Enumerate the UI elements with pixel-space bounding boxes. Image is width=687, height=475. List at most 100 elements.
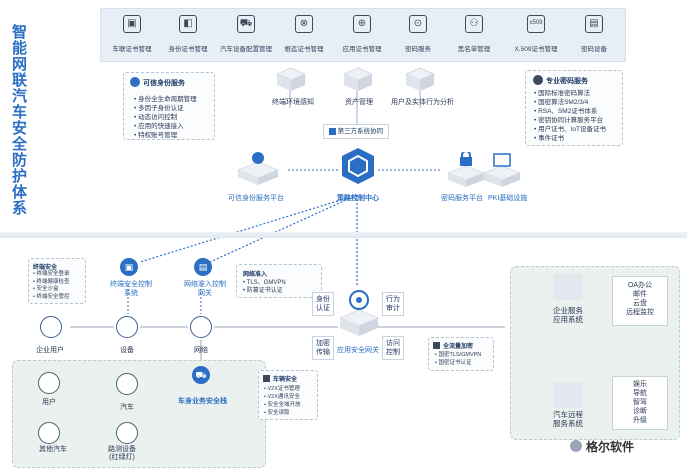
car-remote-item: 娱乐 xyxy=(633,381,647,388)
trusted-identity-box: 可信身份服务 • 身份全生命周期管理 • 多因子身份认证 • 动态访问控制 • … xyxy=(123,72,215,140)
crypto-platform-lock-icon xyxy=(446,152,486,187)
trusted-platform-icon xyxy=(236,152,280,185)
top-service-label: 根迄证书管理 xyxy=(284,46,324,53)
enterprise-app-item: 云盘 xyxy=(633,300,647,307)
section-divider xyxy=(0,232,687,238)
pro-crypto-title: 专业密码服务 xyxy=(546,78,588,85)
trusted-identity-title: 可信身份服务 xyxy=(143,80,185,87)
car-icon xyxy=(116,373,138,395)
pki-label: PKI基础设施 xyxy=(488,195,528,202)
identity-cert-icon: ◧ xyxy=(179,15,197,33)
car-security-item: • V2X证书管理 xyxy=(264,386,300,392)
car-security-title: 车辆安全 xyxy=(273,377,298,383)
third-party-icon xyxy=(328,127,336,135)
gateway-encrypt-label: 加密传输 xyxy=(312,336,334,360)
gateway-audit-label: 行为审计 xyxy=(382,292,404,316)
car-remote-item: 智驾 xyxy=(633,399,647,406)
cube-icon xyxy=(433,342,440,349)
full-encryption-title: 全流量加密 xyxy=(443,344,474,350)
car-security-item: • 安全读取 xyxy=(264,410,290,416)
car-config-icon: ⛟ xyxy=(237,15,255,33)
car-security-item: • 安全全域开放 xyxy=(264,402,301,408)
top-service-label: 汽车设备配置管理 xyxy=(220,46,272,53)
top-service-label: 密码服务 xyxy=(405,46,431,53)
car-gateway-icon: ⛟ xyxy=(192,366,210,384)
device-icon xyxy=(116,316,138,338)
pro-crypto-box: 专业密码服务 • 国际标准密码算法 • 国密算法SM2/3/4 • RSA、SM… xyxy=(525,70,623,146)
terminal-security-box: 终端安全 • 终端安全登录 • 终端健康检查 • 安全沙盒 • 终端安全管控 xyxy=(28,258,86,304)
crypto-item: • 用户证书、IoT设备证书 xyxy=(534,126,606,133)
identity-item: • 应用的快速接入 xyxy=(134,123,184,130)
pki-cert-icon xyxy=(482,153,522,187)
network-access-icon: ▤ xyxy=(194,258,212,276)
terminal-item: • 安全沙盒 xyxy=(33,286,59,292)
enterprise-app-item: 邮件 xyxy=(633,291,647,298)
enterprise-app-label: 企业服务 应用系统 xyxy=(553,306,583,324)
behavior-analysis-label: 用户及实体行为分析 xyxy=(391,99,454,106)
crypto-item: • RSA、SM2证书体系 xyxy=(534,108,598,115)
top-service-label: 身份证书管理 xyxy=(168,46,208,53)
identity-item: • 多因子身份认证 xyxy=(134,105,184,112)
crypto-item: • 事件证书 xyxy=(534,135,565,142)
crypto-service-icon: ⊙ xyxy=(409,15,427,33)
crypto-item: • 密钥协同计算服务平台 xyxy=(534,117,604,124)
terminal-ctrl-label: 终端安全控制系统 xyxy=(110,281,152,297)
key-icon xyxy=(533,75,543,85)
top-services-bar: ▣ 车联证书管理 ◧ 身份证书管理 ⛟ 汽车设备配置管理 ⊗ 根迄证书管理 ⊕ … xyxy=(100,8,626,62)
crypto-item: • 国际标准密码算法 xyxy=(534,90,591,97)
user-phone-icon xyxy=(38,372,60,394)
crypto-item: • 国密算法SM2/3/4 xyxy=(534,99,589,106)
full-encryption-box: 全流量加密 • 国密TLS/GMVPN • 国密证书认证 xyxy=(428,337,494,371)
network-access-item: • 防篡证书认证 xyxy=(243,288,283,294)
terminal-item: • 终端健康检查 xyxy=(33,278,70,285)
terminal-security-title: 终端安全 xyxy=(33,265,58,271)
car-gateway-label: 车身业务安全栈 xyxy=(178,398,227,405)
watermark-text: 格尔软件 xyxy=(586,440,635,454)
other-car-label: 其他汽车 xyxy=(39,446,67,453)
behavior-analysis-cube-icon xyxy=(404,67,436,91)
network-access-box: 网络准入 • TLS、GMVPN • 防篡证书认证 xyxy=(236,264,322,298)
terminal-env-label: 终端环境感知 xyxy=(272,99,314,106)
car-remote-item: 诊断 xyxy=(633,408,647,415)
third-party-box: 第三方系统协同 xyxy=(323,124,389,139)
car-user-label: 用户 xyxy=(42,399,56,406)
car-remote-icon xyxy=(553,382,583,408)
car-remote-item: 导航 xyxy=(633,390,647,397)
top-service-label: 黑名单管理 xyxy=(457,46,491,53)
enterprise-app-item: 远程监控 xyxy=(626,309,654,316)
gateway-auth-label: 身份认证 xyxy=(312,292,334,316)
car-remote-item: 升级 xyxy=(633,417,647,424)
identity-item: • 动态访问控制 xyxy=(134,114,178,121)
car-remote-list: 娱乐 导航 智驾 诊断 升级 xyxy=(612,376,668,430)
network-access-title: 网络准入 xyxy=(243,272,268,278)
encryption-item: • 国密证书认证 xyxy=(435,360,472,366)
network-access-item: • TLS、GMVPN xyxy=(243,280,286,286)
network-globe-icon xyxy=(190,316,212,338)
crypto-device-icon: ▤ xyxy=(585,15,603,33)
terminal-ctrl-icon: ▣ xyxy=(120,258,138,276)
terminal-item: • 终端安全登录 xyxy=(33,271,70,277)
trusted-platform-label: 可信身份服务平台 xyxy=(228,195,284,202)
enterprise-app-icon xyxy=(553,274,583,300)
terminal-env-cube-icon xyxy=(275,67,307,91)
other-car-icon xyxy=(38,422,60,444)
car-security-item: • V2X通讯安全 xyxy=(264,394,300,400)
identity-badge-icon xyxy=(130,77,140,87)
road-device-label: 路测设备 (红绿灯) xyxy=(108,446,136,461)
traffic-light-icon xyxy=(116,422,138,444)
car-remote-label: 汽车远程 服务系统 xyxy=(553,410,583,428)
watermark-logo-icon xyxy=(570,440,582,452)
root-cert-icon: ⊗ xyxy=(295,15,313,33)
terminal-item: • 终端安全管控 xyxy=(33,293,70,300)
car-badge-icon xyxy=(263,375,270,382)
policy-center-shield-icon xyxy=(342,148,374,184)
third-party-label: 第三方系统协同 xyxy=(337,128,384,135)
car-label: 汽车 xyxy=(120,404,134,411)
top-service-label: 应用证书管理 xyxy=(342,46,382,53)
top-service-label: X.509证书管理 xyxy=(514,46,558,53)
encryption-item: • 国密TLS/GMVPN xyxy=(435,352,482,358)
top-service-label: 密码设备 xyxy=(581,46,607,53)
network-access-label: 网络准入控制网关 xyxy=(184,281,226,297)
app-cert-icon: ⊕ xyxy=(353,15,371,33)
enterprise-user-icon xyxy=(40,316,62,338)
